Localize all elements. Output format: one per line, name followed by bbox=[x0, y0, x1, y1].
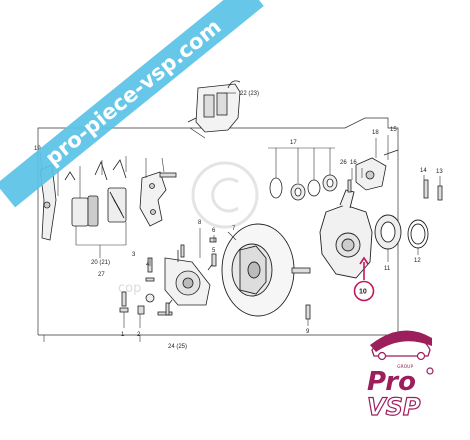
caliper-bracket-18 bbox=[139, 171, 167, 227]
callout-8: 8 bbox=[198, 220, 202, 226]
callout-13: 13 bbox=[436, 169, 443, 175]
callout-11: 11 bbox=[384, 266, 391, 272]
wheel-studs bbox=[165, 244, 185, 316]
callout-14: 14 bbox=[420, 168, 427, 174]
highlight-part-10: 10 bbox=[353, 256, 375, 302]
caliper-22 bbox=[187, 80, 241, 133]
brake-disc bbox=[221, 223, 295, 317]
guide-pins bbox=[159, 172, 177, 178]
callout-9: 9 bbox=[306, 329, 310, 335]
studs-right bbox=[347, 179, 443, 201]
callout-18: 18 bbox=[372, 130, 379, 136]
callout-5: 5 bbox=[212, 248, 216, 254]
callout-6: 6 bbox=[212, 228, 216, 234]
copyright-watermark bbox=[191, 161, 259, 229]
callout-10: 10 bbox=[359, 289, 367, 296]
callout-27: 27 bbox=[98, 272, 105, 278]
callout-12: 12 bbox=[414, 258, 421, 264]
callout-3: 3 bbox=[132, 252, 136, 258]
steering-knuckle bbox=[319, 189, 373, 279]
callout-22: 22 (23) bbox=[240, 91, 259, 97]
callout-24: 24 (25) bbox=[168, 344, 187, 350]
bearing-11-12 bbox=[374, 214, 429, 250]
faint-watermark-text: cop bbox=[118, 281, 141, 296]
callout-labels: 1 2 3 4 5 6 7 8 9 11 12 13 14 15 16 17 1… bbox=[34, 91, 443, 350]
logo-vsp-text: VSP bbox=[367, 393, 421, 421]
callout-16: 16 bbox=[350, 160, 357, 166]
callout-15: 15 bbox=[390, 127, 397, 133]
callout-7: 7 bbox=[232, 226, 236, 232]
wheel-hub bbox=[164, 250, 215, 309]
callout-4: 4 bbox=[146, 262, 150, 268]
callout-20: 20 (21) bbox=[91, 260, 110, 266]
pad-springs bbox=[64, 159, 127, 181]
callout-2: 2 bbox=[137, 332, 141, 338]
callout-26: 26 bbox=[340, 160, 347, 166]
ball-joint-bracket bbox=[355, 149, 399, 191]
provsp-logo: GROUP Pro VSP bbox=[366, 330, 434, 422]
logo-group-text: GROUP bbox=[397, 364, 413, 370]
logo-pro-text: Pro bbox=[367, 367, 416, 397]
callout-17: 17 bbox=[290, 140, 297, 146]
callout-1: 1 bbox=[121, 332, 125, 338]
callout-19: 19 bbox=[34, 146, 41, 152]
leader-lines bbox=[39, 92, 441, 342]
bearing-kit-17 bbox=[269, 174, 338, 201]
